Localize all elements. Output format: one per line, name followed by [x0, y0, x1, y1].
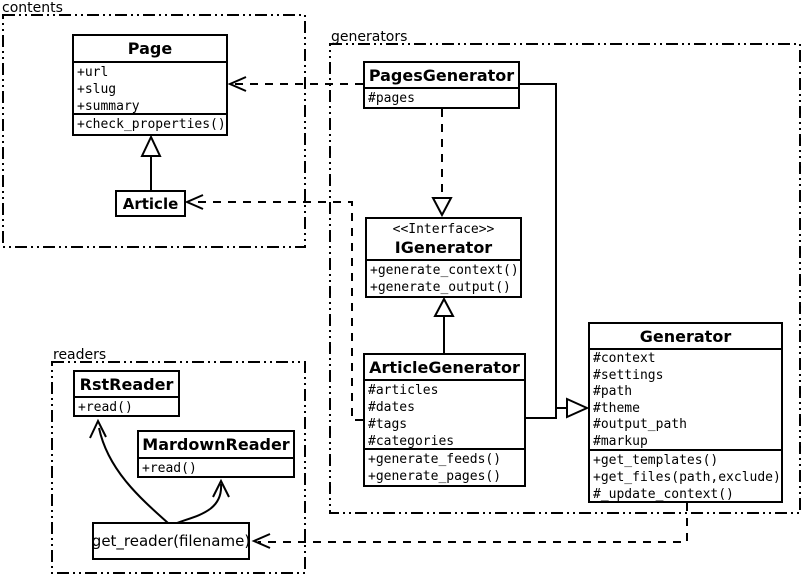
package-label-contents: contents: [2, 0, 63, 16]
class-member: #articles: [368, 383, 439, 398]
class-member: +get_templates(): [593, 453, 719, 468]
hollow-triangle-icon: [140, 134, 162, 157]
class-pages-generator-title: PagesGenerator: [368, 65, 515, 85]
edge-pagesgenerator-depends-page: [227, 76, 363, 92]
class-member: +read(): [142, 461, 197, 476]
class-member: +generate_feeds(): [368, 452, 502, 467]
edge-getreader-to-markdownreader: [176, 478, 230, 524]
class-article-generator-title: ArticleGenerator: [369, 357, 520, 377]
class-member: +check_properties(): [77, 117, 226, 132]
edge-articlegenerator-depends-article: [184, 194, 363, 421]
class-member: +read(): [78, 400, 133, 415]
class-igenerator-methods: +generate_context() +generate_output(): [367, 259, 520, 296]
class-generator: Generator #context #settings #path #them…: [588, 322, 783, 503]
open-arrowhead-icon: [212, 478, 230, 498]
class-igenerator-name: IGenerator: [394, 237, 493, 257]
class-generator-attributes: #context #settings #path #theme #output_…: [590, 348, 781, 449]
class-markdown-reader: MardownReader +read(): [137, 430, 295, 478]
class-member: #path: [593, 384, 633, 399]
class-member: +slug: [77, 82, 117, 97]
hollow-triangle-icon: [431, 197, 453, 218]
class-member: +summary: [77, 99, 140, 113]
class-page-title: Page: [127, 39, 173, 58]
edge-getreader-to-rstreader: [89, 418, 169, 524]
class-igenerator-title: <<Interface>> IGenerator: [367, 219, 520, 259]
class-markdown-reader-title: MardownReader: [142, 435, 290, 454]
class-member: #dates: [368, 400, 415, 415]
class-member: #categories: [368, 434, 455, 448]
class-article-generator: ArticleGenerator #articles #dates #tags …: [363, 353, 526, 487]
get-reader-box: get_reader(filename): [92, 522, 250, 560]
class-igenerator-stereotype: <<Interface>>: [392, 221, 495, 237]
class-generator-title: Generator: [639, 326, 732, 346]
edge-article-inherits-page: [140, 134, 162, 190]
class-member: #tags: [368, 417, 408, 432]
hollow-triangle-icon: [433, 296, 455, 317]
class-member: +generate_output(): [370, 280, 511, 295]
edge-articlegenerator-inherits-igenerator: [433, 296, 455, 353]
class-member: #pages: [368, 91, 415, 106]
edge-line: [191, 201, 363, 421]
package-border-readers: [51, 361, 306, 574]
class-member: #_update_context(): [593, 487, 734, 501]
package-border-generators: [329, 43, 801, 514]
edge-generators-inherit-generator: [520, 83, 590, 419]
open-arrowhead-icon: [251, 533, 271, 549]
class-member: +url: [77, 65, 109, 80]
hollow-triangle-icon: [566, 397, 590, 419]
class-generator-methods: +get_templates() +get_files(path,exclude…: [590, 449, 781, 501]
class-page: Page +url +slug +summary +check_properti…: [72, 34, 228, 136]
class-igenerator: <<Interface>> IGenerator +generate_conte…: [365, 217, 522, 298]
class-pages-generator: PagesGenerator #pages: [363, 61, 520, 109]
package-border-contents: [2, 14, 306, 248]
package-label-generators: generators: [331, 29, 408, 45]
class-member: #settings: [593, 367, 664, 383]
class-article: Article: [115, 190, 186, 217]
edge-line: [176, 483, 223, 524]
class-article-title: Article: [122, 194, 179, 213]
class-article-generator-attributes: #articles #dates #tags #categories: [365, 379, 524, 448]
edge-line: [258, 503, 688, 543]
open-arrowhead-icon: [89, 418, 107, 439]
class-member: #markup: [593, 433, 648, 449]
open-arrowhead-icon: [227, 76, 247, 92]
class-member: #context: [593, 351, 656, 366]
class-markdown-reader-methods: +read(): [139, 457, 293, 476]
class-page-methods: +check_properties(): [74, 113, 226, 134]
edge-line: [98, 427, 169, 524]
class-member: #theme: [593, 400, 640, 416]
class-member: +get_files(path,exclude): [593, 470, 781, 485]
class-rst-reader-title: RstReader: [79, 374, 174, 394]
class-member: #output_path: [593, 417, 687, 432]
open-arrowhead-icon: [184, 194, 204, 210]
edge-pagesgenerator-realizes-igenerator: [431, 109, 453, 218]
class-rst-reader-methods: +read(): [75, 396, 178, 415]
class-pages-generator-attributes: #pages: [365, 87, 518, 107]
package-label-readers: readers: [53, 347, 107, 363]
edge-line: [520, 83, 557, 419]
class-member: +generate_context(): [370, 263, 519, 278]
edge-generator-depends-getreader: [251, 503, 688, 549]
class-member: +generate_pages(): [368, 469, 502, 484]
class-article-generator-methods: +generate_feeds() +generate_pages(): [365, 448, 524, 485]
class-page-attributes: +url +slug +summary: [74, 61, 226, 113]
class-rst-reader: RstReader +read(): [73, 370, 180, 417]
